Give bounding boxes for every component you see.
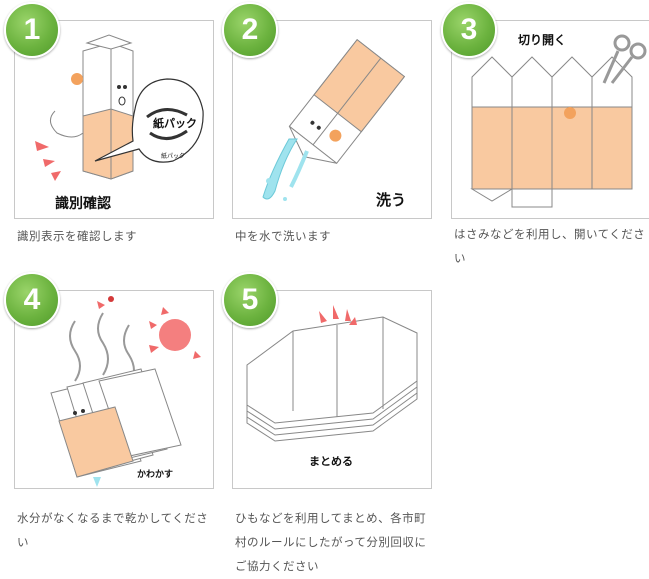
step-1-number-badge: 1 xyxy=(4,2,60,58)
step-3-caption: はさみなどを利用し、開いてください xyxy=(454,227,646,265)
step-1-caption: 識別表示を確認します xyxy=(17,229,137,243)
step-4-number-badge: 4 xyxy=(4,272,60,328)
stamp-text: 紙パック xyxy=(153,117,197,130)
carton-cut-open-illustration xyxy=(470,34,647,208)
carton-bundle-illustration xyxy=(246,305,418,442)
stamp-small-text: 紙パック xyxy=(161,153,186,160)
step-1-image-label: 識別確認 xyxy=(55,196,111,212)
step-3-number-badge: 3 xyxy=(441,2,497,58)
step-5-caption: ひもなどを利用してまとめ、各市町村のルールにしたがって分別回収にご協力ください xyxy=(235,511,427,573)
step-5-number-badge: 5 xyxy=(222,272,278,328)
carton-check-illustration xyxy=(35,34,204,181)
step-2-number-badge: 2 xyxy=(222,2,278,58)
step-3-image-label: 切り開く xyxy=(518,33,567,47)
step-4-illustration: かわかす xyxy=(14,290,214,489)
step-2-illustration: 洗う xyxy=(232,20,432,219)
step-1-illustration: 紙パック 紙パック 識別確認 xyxy=(14,20,214,219)
carton-dry-illustration xyxy=(50,296,201,487)
step-4-image-label: かわかす xyxy=(137,470,174,480)
step-2-image-label: 洗う xyxy=(376,191,407,209)
carton-wash-illustration xyxy=(262,38,406,201)
step-2-caption: 中を水で洗います xyxy=(235,229,331,243)
step-4-caption: 水分がなくなるまで乾かしてください xyxy=(17,511,209,549)
step-5-image-label: まとめる xyxy=(309,455,353,468)
